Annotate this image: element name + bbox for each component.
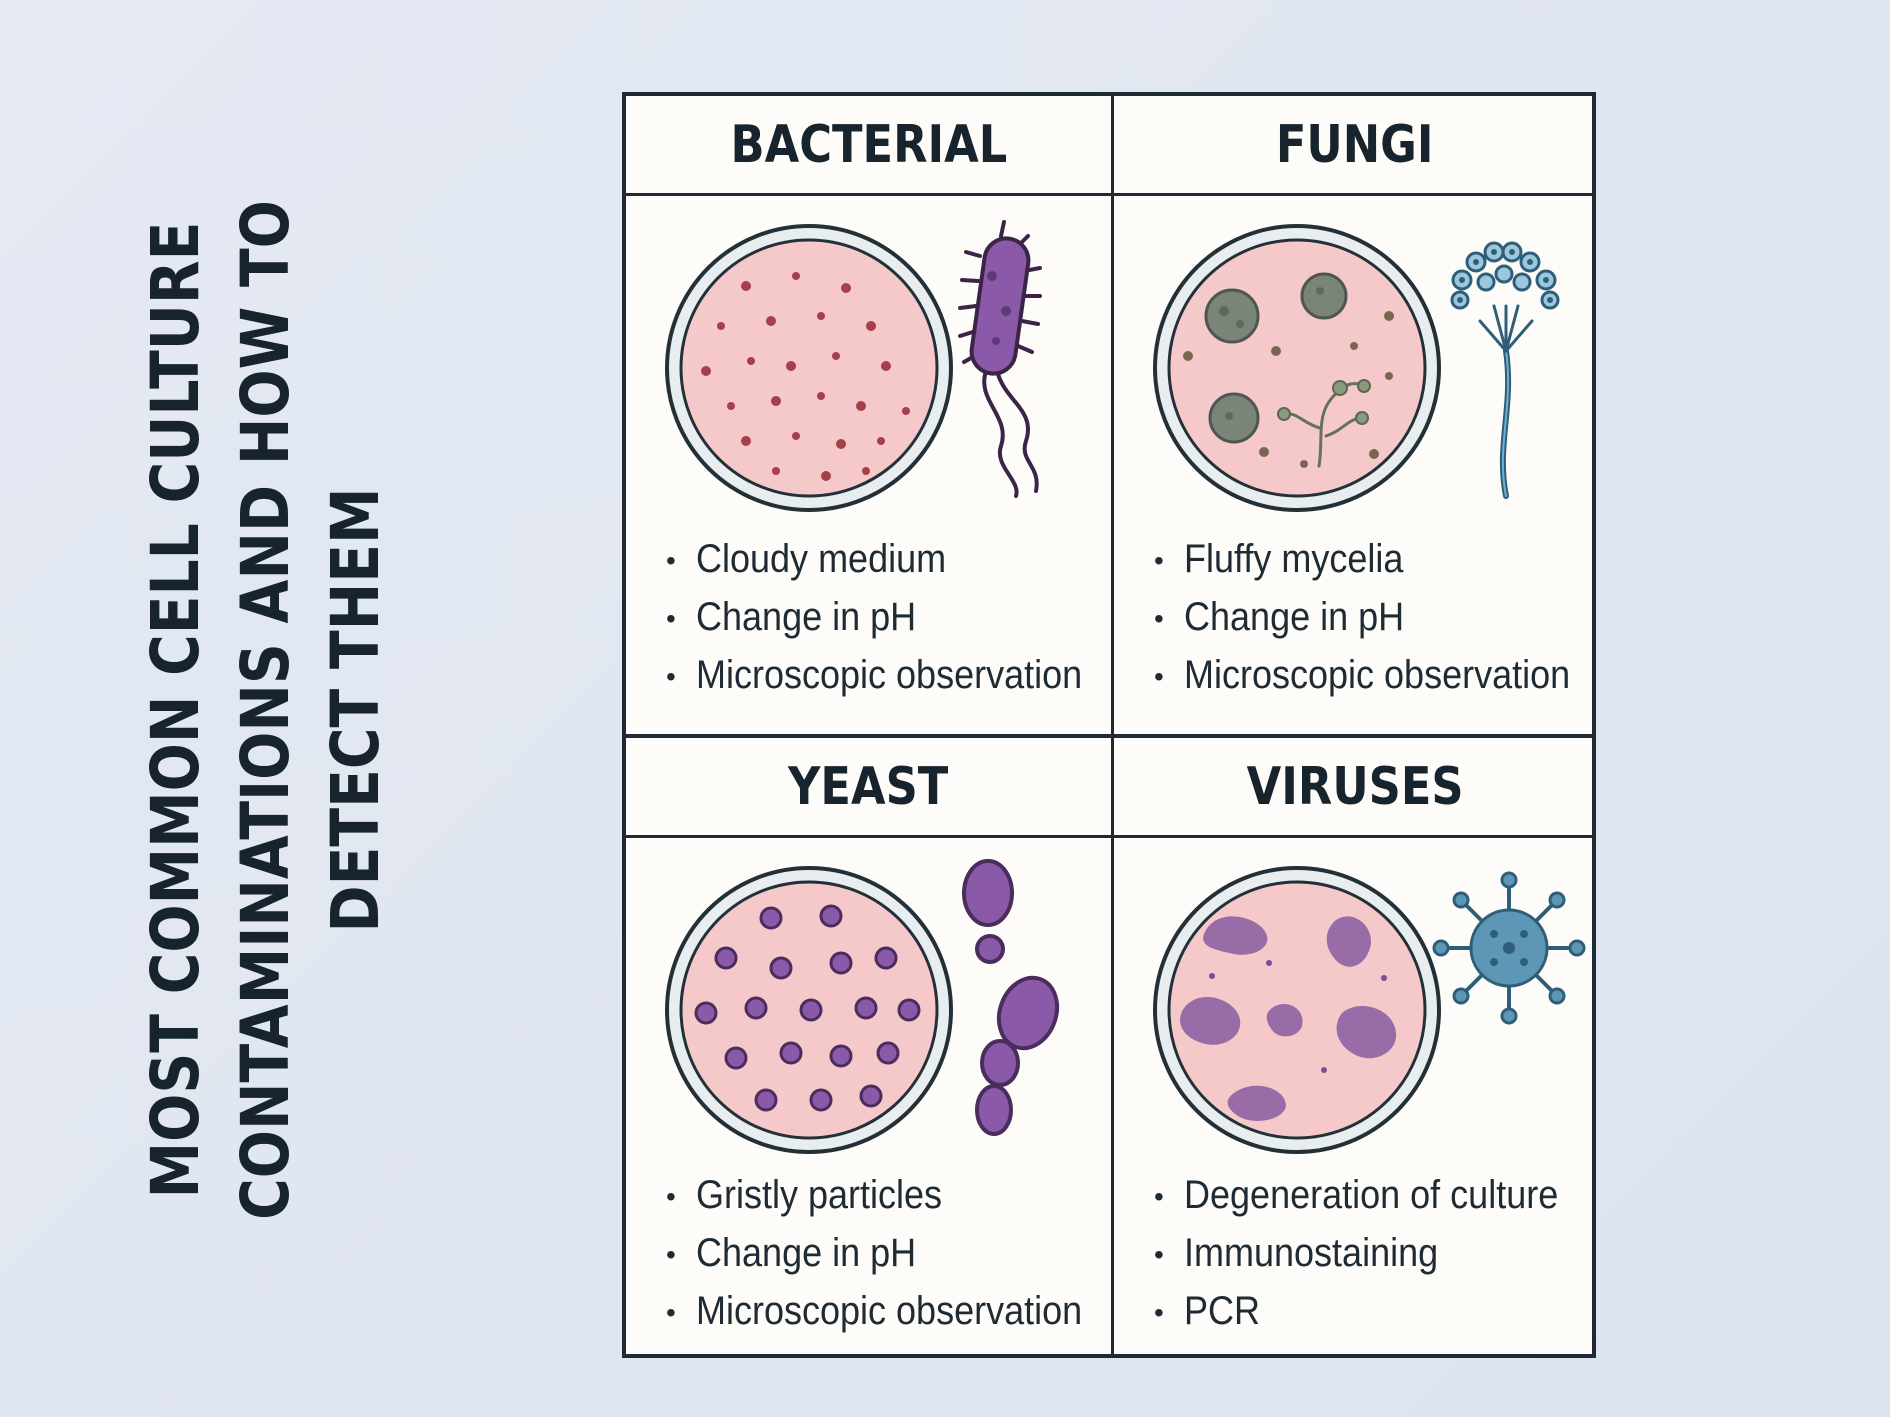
petri-dish-icon	[665, 224, 953, 512]
bullet-list: •Gristly particles •Change in pH •Micros…	[666, 1166, 1125, 1340]
budding-yeast-icon	[962, 859, 1060, 1136]
contamination-grid: BACTERIAL	[622, 92, 1596, 1358]
list-item: •Fluffy mycelia	[1154, 537, 1404, 581]
title-line-3: DETECT THEM	[317, 488, 394, 933]
viruses-illustration	[1114, 838, 1596, 1178]
cell-fungi: FUNGI	[1114, 96, 1596, 734]
list-item: •Cloudy medium	[666, 537, 947, 581]
mold-sporangium-icon	[1450, 241, 1560, 499]
bullet-list: •Degeneration of culture •Immunostaining…	[1154, 1166, 1600, 1340]
list-item: •Gristly particles	[666, 1173, 943, 1217]
list-item: •Immunostaining	[1154, 1231, 1439, 1275]
bullet-list: •Cloudy medium •Change in pH •Microscopi…	[666, 530, 1125, 704]
cell-title: VIRUSES	[1114, 738, 1596, 838]
cell-viruses: VIRUSES	[1114, 738, 1596, 1354]
grid-divider-horizontal	[626, 734, 1592, 738]
title-line-1: MOST COMMON CELL CULTURE	[137, 222, 214, 1199]
petri-dish-icon	[1153, 224, 1441, 512]
page-title: MOST COMMON CELL CULTURE CONTAMINATIONS …	[80, 80, 440, 1340]
bacterial-illustration	[626, 196, 1111, 536]
title-line-2: CONTAMINATIONS AND HOW TO	[227, 200, 304, 1220]
cell-title: BACTERIAL	[626, 96, 1111, 196]
list-item: •PCR	[1154, 1289, 1261, 1333]
cell-title: FUNGI	[1114, 96, 1596, 196]
virus-particle-icon	[1432, 871, 1586, 1025]
petri-dish-icon	[665, 866, 953, 1154]
list-item: •Degeneration of culture	[1154, 1173, 1559, 1217]
fungi-illustration	[1114, 196, 1596, 536]
cell-bacterial: BACTERIAL	[626, 96, 1111, 734]
list-item: •Microscopic observation	[666, 1289, 1083, 1333]
cell-yeast: YEAST	[626, 738, 1111, 1354]
bullet-list: •Fluffy mycelia •Change in pH •Microscop…	[1154, 530, 1613, 704]
cell-title: YEAST	[626, 738, 1111, 838]
bacterium-icon	[958, 220, 1042, 498]
list-item: •Change in pH	[666, 1231, 917, 1275]
grid-divider-vertical	[1111, 96, 1114, 1354]
yeast-illustration	[626, 838, 1111, 1178]
petri-dish-icon	[1153, 866, 1441, 1154]
list-item: •Change in pH	[666, 595, 917, 639]
list-item: •Microscopic observation	[666, 653, 1083, 697]
list-item: •Change in pH	[1154, 595, 1405, 639]
list-item: •Microscopic observation	[1154, 653, 1571, 697]
